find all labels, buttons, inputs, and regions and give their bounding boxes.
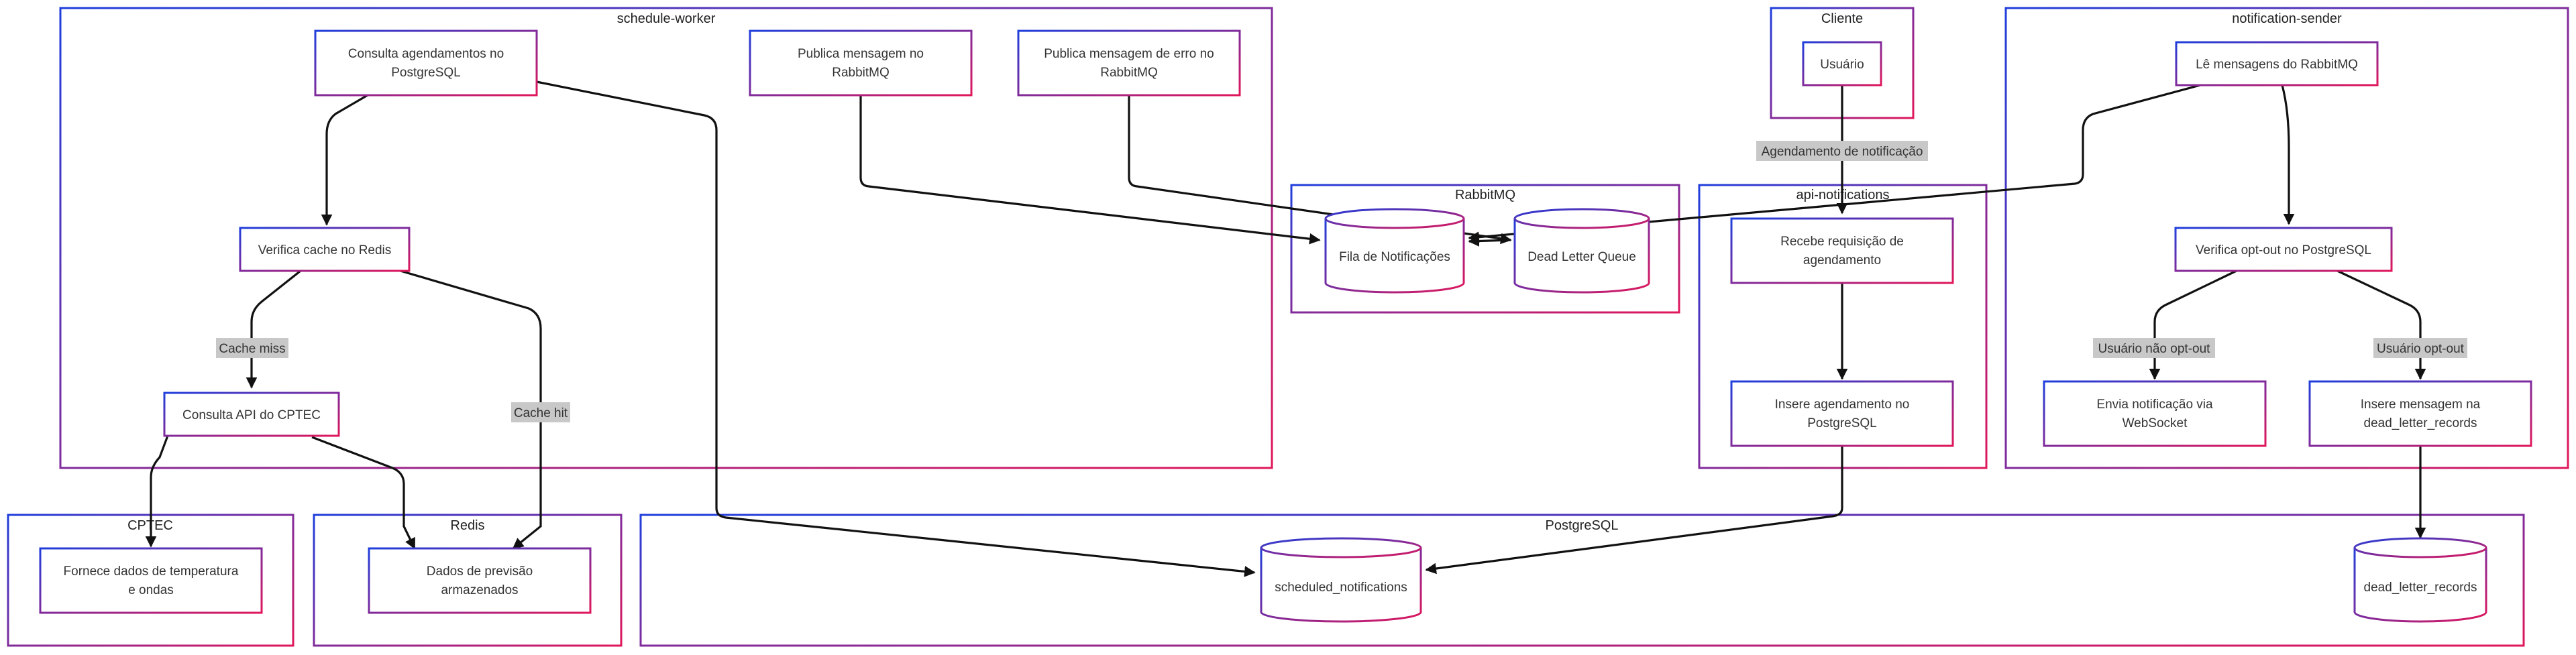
group-rabbitmq: RabbitMQ <box>1290 184 1680 314</box>
node-consulta-agendamentos: Consulta agendamentos no PostgreSQL <box>314 29 538 97</box>
edges <box>145 80 2426 577</box>
edge-le-mensagens-to-fila <box>1468 84 2201 243</box>
svg-text:PostgreSQL: PostgreSQL <box>1807 416 1877 430</box>
group-notification-sender: notification-sender <box>2004 7 2569 469</box>
svg-text:RabbitMQ: RabbitMQ <box>1100 66 1158 80</box>
svg-text:Publica mensagem de erro no: Publica mensagem de erro no <box>1044 47 1214 61</box>
edge-label-agendamento: Agendamento de notificação <box>1756 141 1928 161</box>
svg-text:scheduled_notifications: scheduled_notifications <box>1275 581 1407 595</box>
edge-verifica-to-insere-mensagem <box>2334 268 2426 380</box>
group-title-rabbitmq: RabbitMQ <box>1455 188 1515 202</box>
svg-text:Consulta API do CPTEC: Consulta API do CPTEC <box>182 408 321 422</box>
node-consulta-api: Consulta API do CPTEC <box>163 392 340 437</box>
svg-text:Dead Letter Queue: Dead Letter Queue <box>1527 250 1636 264</box>
group-schedule-worker: schedule-worker <box>59 7 1273 469</box>
svg-text:Envia notificação via: Envia notificação via <box>2096 398 2213 412</box>
group-redis: Redis <box>313 514 623 647</box>
edge-label-cache-hit: Cache hit <box>511 402 570 422</box>
edge-publica-erro-to-dlq <box>1128 94 1512 245</box>
node-publica-erro: Publica mensagem de erro no RabbitMQ <box>1017 29 1241 97</box>
svg-text:Verifica opt-out no PostgreSQL: Verifica opt-out no PostgreSQL <box>2196 243 2371 257</box>
node-dead-letter-records: dead_letter_records <box>2353 537 2487 623</box>
node-le-mensagens: Lê mensagens do RabbitMQ <box>2175 41 2379 86</box>
svg-text:dead_letter_records: dead_letter_records <box>2364 416 2477 430</box>
svg-text:Recebe requisição de: Recebe requisição de <box>1780 235 1904 249</box>
svg-text:Fila de Notificações: Fila de Notificações <box>1339 250 1450 264</box>
node-publica-mensagem: Publica mensagem no RabbitMQ <box>749 29 973 97</box>
svg-text:Fornece dados de temperatura: Fornece dados de temperatura <box>64 564 239 579</box>
svg-text:Verifica cache no Redis: Verifica cache no Redis <box>258 243 392 257</box>
group-title-postgresql: PostgreSQL <box>1546 518 1619 533</box>
group-title-cliente: Cliente <box>1821 11 1863 26</box>
svg-text:Dados de previsão: Dados de previsão <box>427 564 533 579</box>
node-verifica-optout: Verifica opt-out no PostgreSQL <box>2174 227 2393 272</box>
edge-label-text: Agendamento de notificação <box>1762 145 1923 159</box>
svg-text:PostgreSQL: PostgreSQL <box>391 66 461 80</box>
edge-consulta-to-scheduled <box>536 80 1256 577</box>
edge-consulta-api-to-redis <box>311 436 416 550</box>
svg-text:agendamento: agendamento <box>1803 253 1881 267</box>
edge-consulta-to-verifica-cache <box>321 94 368 226</box>
group-title-redis: Redis <box>450 518 484 533</box>
group-title-schedule-worker: schedule-worker <box>617 11 716 26</box>
edge-dlq-to-fila <box>1468 235 1511 247</box>
node-recebe-requisicao: Recebe requisição de agendamento <box>1730 217 1954 284</box>
svg-text:Publica mensagem no: Publica mensagem no <box>798 47 924 61</box>
edge-label-text: Usuário não opt-out <box>2098 342 2211 356</box>
node-dead-letter-queue: Dead Letter Queue <box>1513 208 1650 294</box>
svg-text:Consulta agendamentos no: Consulta agendamentos no <box>348 47 504 61</box>
edge-le-mensagens-to-verifica <box>2281 84 2295 225</box>
node-usuario: Usuário <box>1802 41 1882 86</box>
node-insere-agendamento: Insere agendamento no PostgreSQL <box>1730 380 1954 447</box>
edge-label-nao-optout: Usuário não opt-out <box>2093 338 2215 358</box>
svg-text:e ondas: e ondas <box>128 583 174 597</box>
edge-insere-to-scheduled <box>1425 444 1843 575</box>
svg-text:Insere agendamento no: Insere agendamento no <box>1775 398 1910 412</box>
group-title-notification-sender: notification-sender <box>2232 11 2342 26</box>
svg-text:RabbitMQ: RabbitMQ <box>832 66 890 80</box>
node-envia-notificacao: Envia notificação via WebSocket <box>2043 380 2267 447</box>
edge-verifica-cache-to-redis <box>395 268 542 550</box>
svg-text:Lê mensagens do RabbitMQ: Lê mensagens do RabbitMQ <box>2196 58 2358 72</box>
node-fornece-dados: Fornece dados de temperatura e ondas <box>39 547 263 614</box>
group-postgresql: PostgreSQL <box>639 514 2525 647</box>
svg-text:armazenados: armazenados <box>441 583 518 597</box>
edge-label-text: Usuário opt-out <box>2377 342 2465 356</box>
edge-verifica-cache-to-consulta-api <box>246 270 301 389</box>
svg-text:WebSocket: WebSocket <box>2123 416 2188 430</box>
node-verifica-cache: Verifica cache no Redis <box>239 227 411 272</box>
node-fila-notificacoes: Fila de Notificações <box>1324 208 1465 294</box>
svg-text:Insere mensagem na: Insere mensagem na <box>2361 398 2481 412</box>
edge-label-optout: Usuário opt-out <box>2373 338 2467 358</box>
svg-text:dead_letter_records: dead_letter_records <box>2364 581 2477 595</box>
edge-label-cache-miss: Cache miss <box>216 338 288 358</box>
edge-publica-to-fila <box>859 94 1321 245</box>
edge-label-text: Cache miss <box>219 342 285 356</box>
node-dados-previsao: Dados de previsão armazenados <box>368 547 592 614</box>
edge-label-text: Cache hit <box>514 406 568 420</box>
node-insere-mensagem: Insere mensagem na dead_letter_records <box>2308 380 2532 447</box>
edge-consulta-api-to-cptec <box>145 435 169 548</box>
edge-verifica-to-envia <box>2149 268 2240 380</box>
svg-text:Usuário: Usuário <box>1820 58 1864 72</box>
node-scheduled-notifications: scheduled_notifications <box>1260 537 1422 623</box>
